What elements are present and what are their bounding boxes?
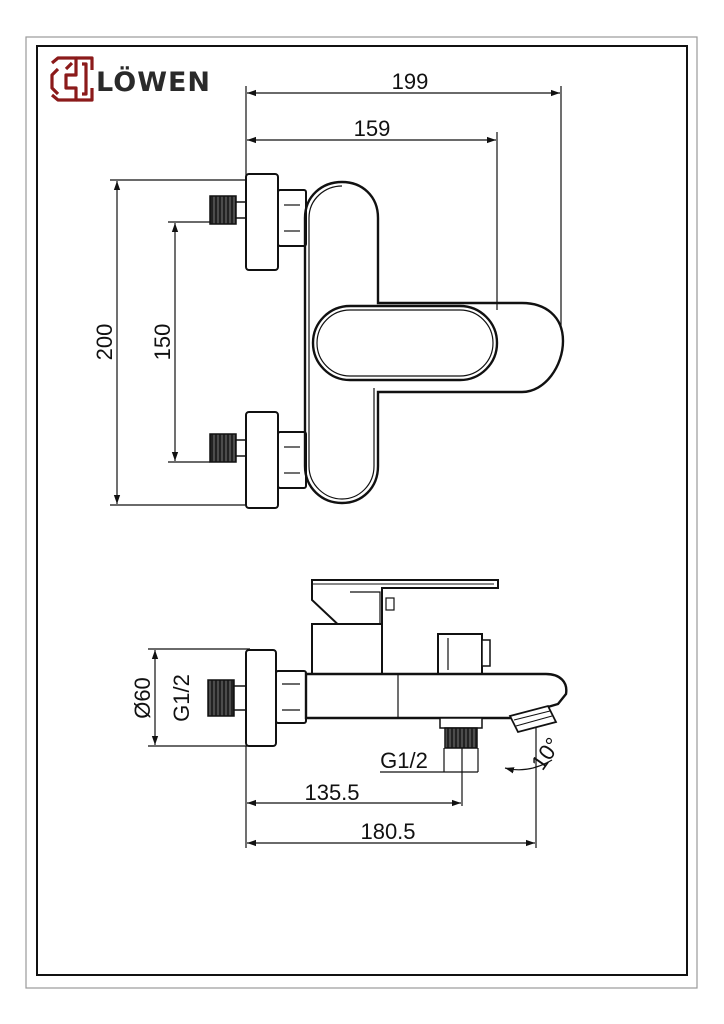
- side-view: [148, 579, 568, 848]
- lever-handle: [311, 304, 499, 382]
- dim-label-inlet-thread: G1/2: [169, 674, 194, 722]
- dim-label-180: 180.5: [360, 819, 415, 844]
- brand-name: LÖWEN: [96, 65, 211, 98]
- dim-label-135: 135.5: [304, 780, 359, 805]
- bottom-outlet-thread: [444, 727, 478, 749]
- dim-label-150: 150: [150, 324, 175, 361]
- lower-inlet: [209, 411, 307, 509]
- side-flange: [245, 649, 277, 747]
- upper-thread: [209, 195, 237, 225]
- upper-flange: [245, 173, 279, 271]
- mixer-body-top: [303, 180, 565, 505]
- inner-frame: [36, 45, 688, 976]
- dim-label-diameter: Ø60: [130, 677, 155, 719]
- diverter-knob: [437, 633, 483, 675]
- logo-mark-icon: [50, 56, 94, 102]
- brand-logo: LÖWEN: [50, 56, 211, 102]
- side-inlet-thread: [207, 679, 235, 717]
- dim-label-159: 159: [354, 116, 391, 141]
- angle-arc: [504, 759, 553, 774]
- outer-frame: [25, 36, 698, 989]
- lower-flange: [245, 411, 279, 509]
- upper-inlet: [209, 173, 307, 271]
- dim-label-199: 199: [392, 69, 429, 94]
- lower-thread: [209, 433, 237, 463]
- dim-label-outlet-thread: G1/2: [380, 748, 428, 773]
- dim-label-200: 200: [92, 324, 117, 361]
- top-view: [110, 86, 565, 509]
- side-lever: [311, 579, 499, 633]
- spout-aerator: [508, 704, 558, 734]
